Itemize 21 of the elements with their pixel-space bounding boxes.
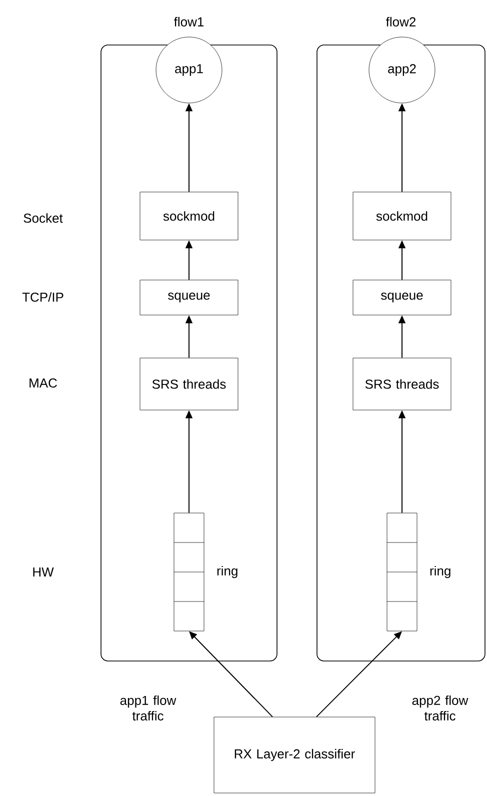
layer-label: Socket [24, 213, 63, 223]
edge-label: app2 flow traffic [412, 695, 468, 721]
edge-label: app1 flow traffic [120, 695, 176, 721]
process-box: sockmod [352, 192, 452, 240]
process-box: RX Layer-2 classifier [214, 716, 376, 794]
ring-buffer [174, 512, 204, 632]
panel [100, 44, 278, 662]
ring-label: ring [217, 566, 238, 578]
layer-label: HW [33, 568, 54, 576]
ring-buffer [386, 512, 418, 632]
panel-title: flow2 [386, 16, 416, 26]
layer-label: TCP/IP [22, 292, 64, 302]
panel [316, 44, 486, 662]
layer-label: MAC [30, 378, 57, 388]
process-box: SRS threads [140, 358, 238, 410]
process-box: sockmod [140, 192, 238, 240]
process-box: squeue [140, 280, 238, 316]
ring-label: ring [430, 566, 450, 578]
panel-title: flow1 [174, 16, 204, 26]
process-box: SRS threads [352, 358, 452, 410]
process-box: squeue [352, 280, 452, 316]
